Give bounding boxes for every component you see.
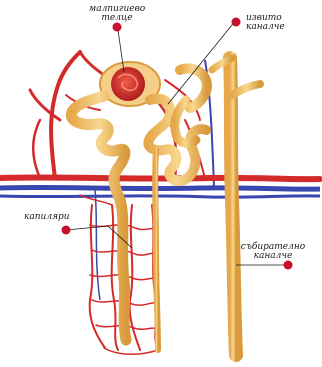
pointer-dot-icon	[284, 261, 293, 270]
capillaries-label: капиляри	[24, 213, 84, 222]
collecting-duct	[212, 58, 260, 355]
glomerulus-label: малпигиево телце	[72, 5, 162, 23]
tubule-label: извито каналче	[246, 14, 316, 32]
pointer-dot-icon	[62, 226, 71, 235]
pointer-dot-icon	[113, 23, 122, 32]
pointer-dot-icon	[232, 18, 241, 27]
collecting-duct-label: събирателно каналче	[228, 243, 318, 261]
